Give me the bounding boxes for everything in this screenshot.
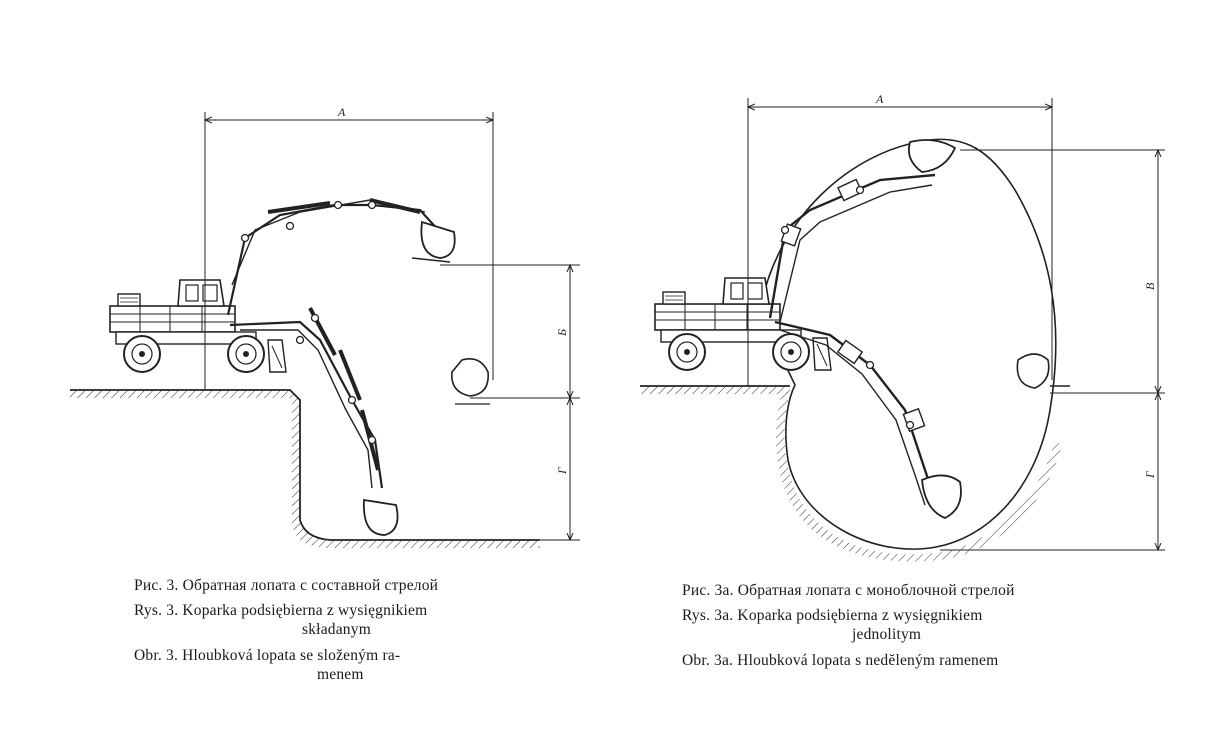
right-caption-ru: Рис. 3а. Обратная лопата с моноблочной с… bbox=[682, 582, 1015, 599]
right-caption-pl-continued: jednolitym bbox=[852, 626, 922, 643]
right-caption-block: Рис. 3а. Обратная лопата с моноблочной с… bbox=[682, 581, 1132, 670]
right-bucket-raised bbox=[907, 139, 957, 173]
left-caption-pl-continued: składanym bbox=[302, 621, 371, 638]
left-caption-ru: Рис. 3. Обратная лопата с составной стре… bbox=[134, 577, 439, 594]
left-dim-a-label: A bbox=[337, 105, 346, 119]
right-boom-raised bbox=[768, 173, 936, 319]
right-dim-a-label: A bbox=[875, 92, 884, 106]
left-bucket-reach bbox=[451, 358, 489, 397]
left-diagram: A Б Г bbox=[70, 105, 580, 548]
left-boom-lowered bbox=[229, 320, 384, 489]
left-boom-raised bbox=[226, 203, 441, 316]
right-boom-lowered bbox=[774, 320, 937, 501]
left-excavator-carrier bbox=[109, 279, 287, 373]
right-bucket-lowered bbox=[921, 474, 962, 519]
right-caption-cs: Obr. 3а. Hloubková lopata s nedĕleným ra… bbox=[682, 652, 999, 669]
right-dim-g-label: Г bbox=[1143, 470, 1157, 479]
left-ground-hatch bbox=[70, 390, 540, 548]
left-ground-profile bbox=[70, 389, 540, 541]
left-bucket-lowered bbox=[362, 498, 399, 536]
left-caption-cs-continued: menem bbox=[317, 666, 364, 683]
left-caption-block: Рис. 3. Обратная лопата с составной стре… bbox=[134, 576, 534, 684]
right-dim-b-label: В bbox=[1143, 282, 1157, 290]
right-bucket-reach bbox=[1016, 353, 1050, 389]
left-dim-g-label: Г bbox=[555, 466, 569, 475]
left-dim-b-label: Б bbox=[555, 329, 569, 337]
left-caption-cs: Obr. 3. Hloubková lopata se složeným ra- bbox=[134, 647, 401, 664]
left-bucket-raised bbox=[420, 220, 456, 259]
left-caption-pl: Rys. 3. Koparka podsiębierna z wysięgnik… bbox=[134, 602, 428, 619]
right-caption-pl: Rys. 3а. Koparka podsiębierna z wysięgni… bbox=[682, 607, 983, 624]
right-diagram: A В Г bbox=[640, 92, 1165, 562]
